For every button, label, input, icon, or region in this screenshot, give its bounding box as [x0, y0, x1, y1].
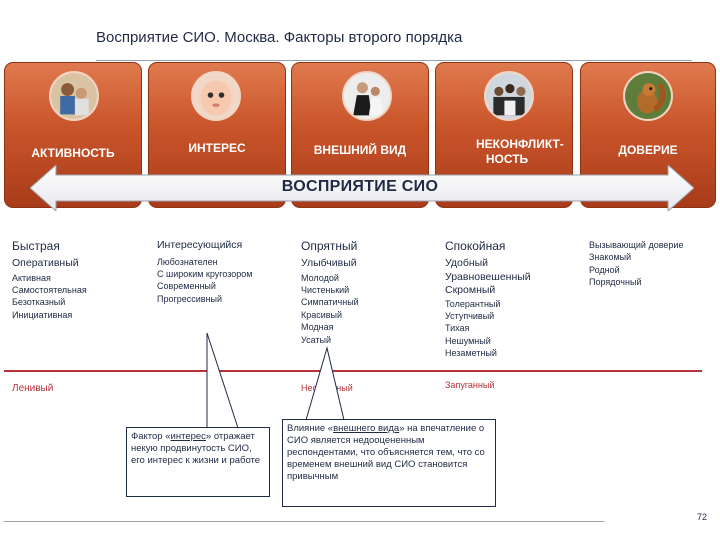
- column-sub: Улыбчивый: [301, 257, 357, 269]
- title-divider: [96, 60, 692, 61]
- negative-appearance: Неопрятный: [301, 383, 353, 393]
- column-appearance: Опрятный Улыбчивый Молодой Чистенький Си…: [301, 239, 431, 346]
- baby-face-photo-icon: [191, 71, 241, 121]
- footer-divider: [4, 521, 604, 522]
- column-lead: Интересующийся: [157, 239, 243, 251]
- column-item: Прогрессивный: [157, 293, 223, 304]
- page-title: Восприятие СИО. Москва. Факторы второго …: [96, 29, 463, 46]
- factor-label: ДОВЕРИЕ: [618, 143, 678, 157]
- column-item: Современный: [157, 281, 216, 292]
- column-trust: Вызывающий доверие Знакомый Родной Поряд…: [589, 239, 715, 289]
- column-item: Нешумный: [445, 335, 491, 346]
- column-item: Незаметный: [445, 348, 497, 359]
- callout-appearance: Влияние «внешнего вида» на впечатление о…: [282, 419, 496, 507]
- callout-interest: Фактор «интерес» отражает некую продвину…: [126, 427, 270, 497]
- column-item: Чистенький: [301, 284, 350, 295]
- column-activity: Быстрая Оперативный Активная Самостоятел…: [12, 239, 140, 321]
- column-item: Усатый: [301, 334, 332, 345]
- column-item: Симпатичный: [301, 297, 359, 308]
- column-nonconflict: Спокойная Удобный Уравновешенный Скромны…: [445, 239, 575, 360]
- column-item: Инициативная: [12, 309, 73, 320]
- page-number: 72: [697, 512, 708, 522]
- column-item: Уступчивый: [445, 310, 495, 321]
- column-item: Вызывающий доверие: [589, 240, 684, 250]
- perception-double-arrow: [30, 165, 694, 211]
- column-lead: Быстрая: [12, 239, 60, 253]
- negative-divider: [4, 370, 702, 372]
- column-item: Самостоятельная: [12, 284, 87, 295]
- callout-keyword: внешнего вида: [333, 423, 400, 434]
- factor-label: АКТИВНОСТЬ: [31, 146, 115, 160]
- factor-label: ВНЕШНИЙ ВИД: [313, 143, 407, 157]
- callout-keyword: интерес: [170, 431, 206, 442]
- column-item: С широким кругозором: [157, 268, 253, 279]
- perception-label: ВОСПРИЯТИЕ СИО: [281, 178, 439, 195]
- column-item: Скромный: [445, 284, 496, 296]
- column-item: Знакомый: [589, 252, 632, 263]
- column-sub: Удобный: [445, 257, 489, 269]
- factor-label: НЕКОНФЛИКТ-НОСТЬ: [476, 137, 564, 166]
- column-sub: Оперативный: [12, 257, 79, 269]
- column-item: Любознателен: [157, 256, 218, 267]
- column-item: Молодой: [301, 272, 339, 283]
- callout-text: Влияние «: [287, 423, 334, 434]
- column-item: Активная: [12, 272, 51, 283]
- column-item: Родной: [589, 264, 620, 275]
- negative-activity: Ленивый: [12, 383, 54, 394]
- callout-text: » отражает некую продвинутость СИО, его …: [131, 431, 261, 466]
- column-item: Красивый: [301, 309, 343, 320]
- people-photo-icon: [342, 71, 392, 121]
- family-photo-icon: [49, 71, 99, 121]
- column-interest: Интересующийся Любознателен С широким кр…: [157, 239, 289, 305]
- column-lead: Спокойная: [445, 239, 506, 253]
- column-item: Модная: [301, 322, 334, 333]
- group-photo-icon: [484, 71, 534, 121]
- column-item: Уравновешенный: [445, 270, 531, 283]
- column-item: Толерантный: [445, 298, 501, 309]
- column-item: Безотказный: [12, 297, 66, 308]
- column-lead: Опрятный: [301, 239, 358, 253]
- negative-conflict: Запуганный: [445, 380, 495, 390]
- squirrel-photo-icon: [623, 71, 673, 121]
- factor-label: ИНТЕРЕС: [188, 141, 246, 155]
- column-item: Тихая: [445, 323, 470, 334]
- callout-text: » на впечатление о СИО является недооцен…: [287, 423, 485, 482]
- column-item: Порядочный: [589, 277, 642, 288]
- callout-text: Фактор «: [131, 431, 171, 442]
